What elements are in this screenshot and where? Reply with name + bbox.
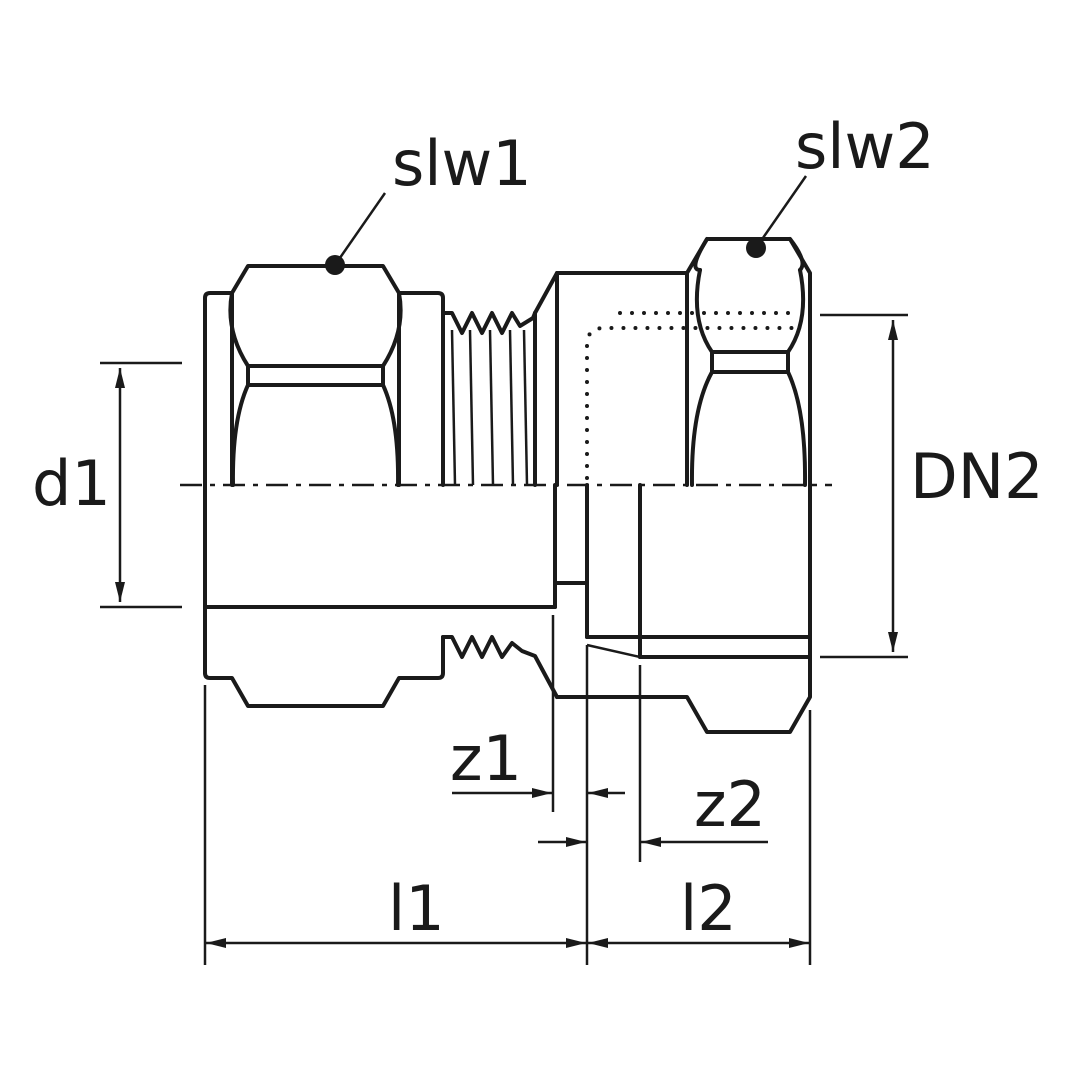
right-nut-lower (555, 483, 812, 734)
label-slw2: slw2 (795, 110, 935, 183)
label-l2: l2 (680, 872, 737, 945)
dimension-d1 (100, 361, 182, 609)
label-z1: z1 (450, 722, 522, 795)
thread-upper (441, 311, 537, 487)
leader-slw1 (325, 192, 387, 275)
left-nut-upper (203, 264, 445, 487)
label-l1: l1 (388, 872, 445, 945)
left-section-lower (203, 483, 559, 708)
dimension-dn2 (820, 313, 908, 659)
label-z2: z2 (694, 768, 766, 841)
right-nut-upper (685, 237, 812, 487)
label-d1: d1 (32, 447, 111, 520)
center-body-upper (533, 271, 802, 487)
label-dn2: DN2 (910, 440, 1044, 513)
leader-slw2 (746, 175, 808, 258)
label-slw1: slw1 (392, 127, 532, 200)
center-section-lower (553, 483, 812, 659)
